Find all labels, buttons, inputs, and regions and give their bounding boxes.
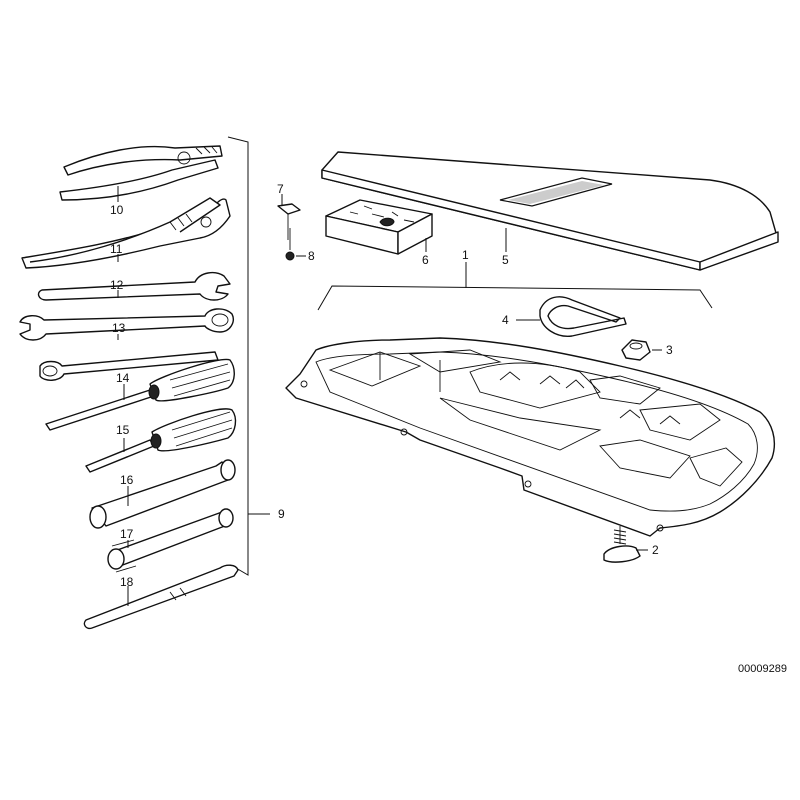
callout-8: 8	[308, 249, 315, 263]
spring-clip	[539, 296, 627, 337]
wing-nut	[621, 339, 651, 361]
callout-15: 15	[116, 423, 130, 437]
tray-group-bracket	[317, 285, 713, 311]
callout-1: 1	[462, 248, 469, 262]
flat-screwdriver	[45, 358, 235, 431]
callout-17: 17	[120, 527, 134, 541]
toolkit-cover-lid	[321, 151, 779, 271]
tool-tray	[285, 337, 776, 537]
callout-12: 12	[110, 278, 124, 292]
callout-10: 10	[110, 203, 124, 217]
phillips-screwdriver	[85, 408, 237, 473]
callout-3: 3	[666, 343, 673, 357]
callout-9: 9	[278, 507, 285, 521]
diagram-reference-number: 00009289	[738, 663, 787, 675]
combination-pliers	[59, 145, 223, 201]
retaining-clip	[277, 203, 301, 240]
callout-7: 7	[277, 182, 284, 196]
wing-bolt	[603, 526, 641, 563]
callout-13: 13	[112, 321, 126, 335]
callout-2: 2	[652, 543, 659, 557]
callout-11: 11	[110, 242, 123, 256]
callout-4: 4	[502, 313, 509, 327]
screw	[285, 228, 295, 261]
tommy-bar	[83, 564, 239, 630]
callout-14: 14	[116, 371, 130, 385]
socket-tube-spanner	[89, 459, 236, 529]
callout-5: 5	[502, 253, 509, 267]
tools-group-bracket	[227, 136, 270, 576]
callout-6: 6	[422, 253, 429, 267]
combination-wrench-13	[19, 308, 234, 341]
small-box	[325, 199, 433, 255]
water-pump-pliers	[21, 197, 231, 269]
socket-wrench	[107, 508, 234, 573]
combination-wrench-12	[37, 271, 231, 301]
callout-16: 16	[120, 473, 134, 487]
callout-18: 18	[120, 575, 134, 589]
